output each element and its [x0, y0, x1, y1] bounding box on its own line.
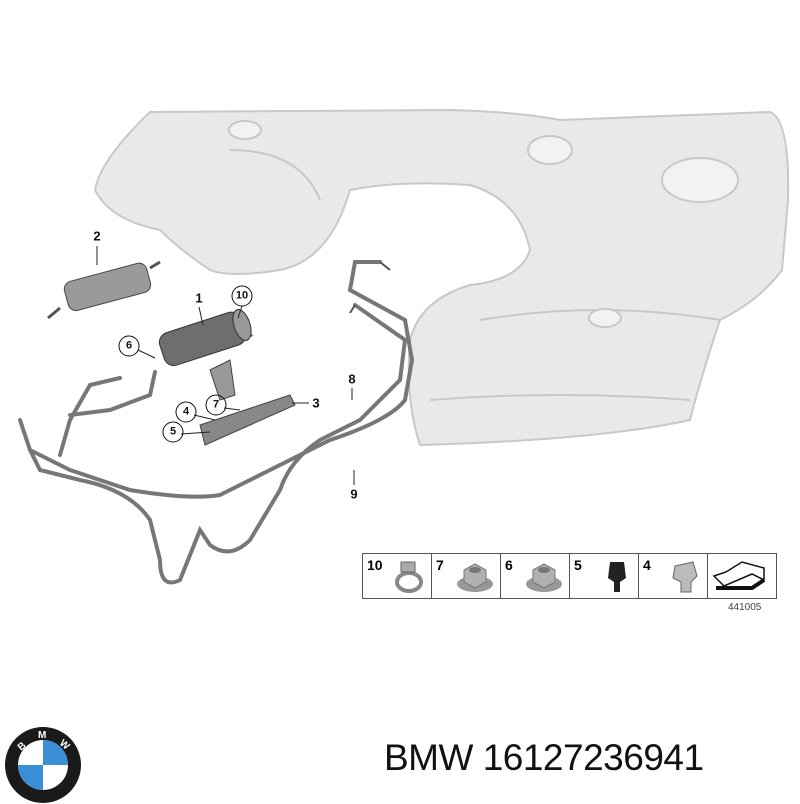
legend-label: 10 [367, 557, 383, 573]
legend-cell-7: 7 [432, 554, 501, 598]
callout-1: 1 [195, 290, 203, 306]
legend-cell-10: 10 [363, 554, 432, 598]
leader-lines [96, 246, 355, 485]
diagram-reference-number: 441005 [728, 602, 762, 613]
legend-cell-6: 6 [501, 554, 570, 598]
clip-icon [672, 561, 698, 593]
callout-5: 5 [162, 421, 184, 443]
callout-3: 3 [312, 395, 320, 411]
legend-label: 6 [505, 557, 513, 573]
flange-nut-icon [457, 563, 493, 592]
fuel-filter-part-1 [158, 309, 252, 367]
callout-10: 10 [231, 285, 253, 307]
legend-cell-direction [708, 554, 776, 598]
legend-label: 7 [436, 557, 444, 573]
callout-4: 4 [175, 401, 197, 423]
fuel-filter-part-2 [47, 260, 161, 320]
callout-8: 8 [348, 371, 356, 387]
callout-6: 6 [118, 335, 140, 357]
legend-label: 4 [643, 557, 651, 573]
hose-clamp-icon [395, 561, 423, 593]
small-parts-legend: 10 7 6 5 4 [362, 553, 777, 599]
callout-9: 9 [350, 486, 358, 502]
callout-2: 2 [93, 228, 101, 244]
callout-7: 7 [205, 394, 227, 416]
part-number: BMW 16127236941 [384, 737, 704, 778]
legend-cell-5: 5 [570, 554, 639, 598]
fuel-tank [93, 108, 790, 447]
bmw-logo: B M W [5, 727, 81, 803]
fuel-system-diagram [18, 108, 790, 585]
clip-icon [608, 562, 626, 592]
svg-text:M: M [38, 730, 46, 741]
legend-cell-4: 4 [639, 554, 708, 598]
bracket-part-3 [199, 359, 296, 446]
flange-nut-icon [526, 563, 562, 592]
direction-arrow-icon [712, 561, 766, 590]
legend-label: 5 [574, 557, 582, 573]
